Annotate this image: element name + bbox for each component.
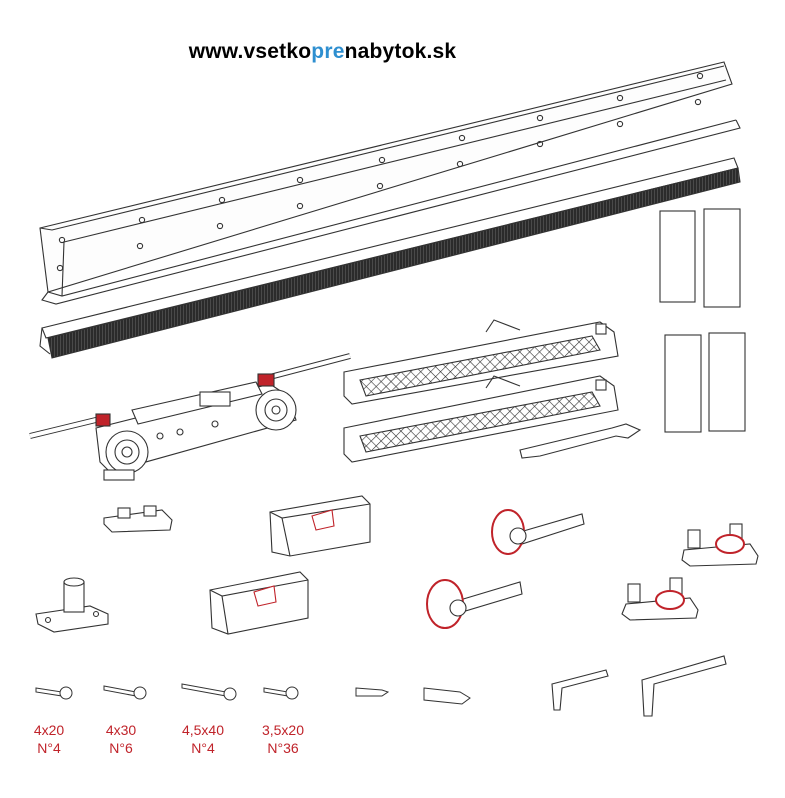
- mounting-plate: [103, 505, 173, 533]
- guide-roller-upper: [491, 509, 585, 555]
- stop-block-lower: [209, 571, 309, 635]
- bottom-rail-with-brush: [39, 157, 741, 359]
- wall-plug-large: [423, 687, 471, 705]
- screw-label-count-3: N°4: [191, 740, 215, 756]
- url-accent-part: pre: [311, 40, 345, 63]
- damper-housing-lower: [343, 375, 619, 463]
- damper-housing-upper: [343, 319, 619, 405]
- screw-label-count-4: N°36: [267, 740, 298, 756]
- screw-4x30: [103, 685, 147, 700]
- carriage-assembly: [29, 353, 351, 481]
- top-rail: [39, 61, 741, 305]
- allen-key-large: [641, 655, 727, 717]
- screw-label-size-1: 4x20: [34, 722, 65, 738]
- top-guide-upper: [681, 523, 759, 567]
- website-url: www.vsetkoprenabytok.sk: [0, 40, 645, 64]
- guide-roller-lower: [426, 579, 523, 629]
- stop-block-upper: [269, 495, 371, 557]
- screw-label-size-3: 4,5x40: [182, 722, 224, 738]
- wall-plug-small: [355, 687, 390, 697]
- screw-label-size-2: 4x30: [106, 722, 137, 738]
- screw-4x20: [35, 686, 73, 700]
- url-part-3: nabytok.sk: [344, 40, 457, 63]
- screw-label-count-1: N°4: [37, 740, 61, 756]
- floor-guide: [35, 577, 109, 633]
- screw-label-size-4: 3,5x20: [262, 722, 304, 738]
- allen-key-small: [551, 669, 609, 711]
- screw-4-5x40: [181, 683, 237, 701]
- adhesive-pads: [659, 208, 746, 433]
- screw-3-5x20: [263, 686, 299, 700]
- screw-label-count-2: N°6: [109, 740, 133, 756]
- url-part-1: www.vsetko: [188, 40, 312, 63]
- adjustment-key: [519, 423, 642, 459]
- top-guide-lower: [621, 577, 699, 621]
